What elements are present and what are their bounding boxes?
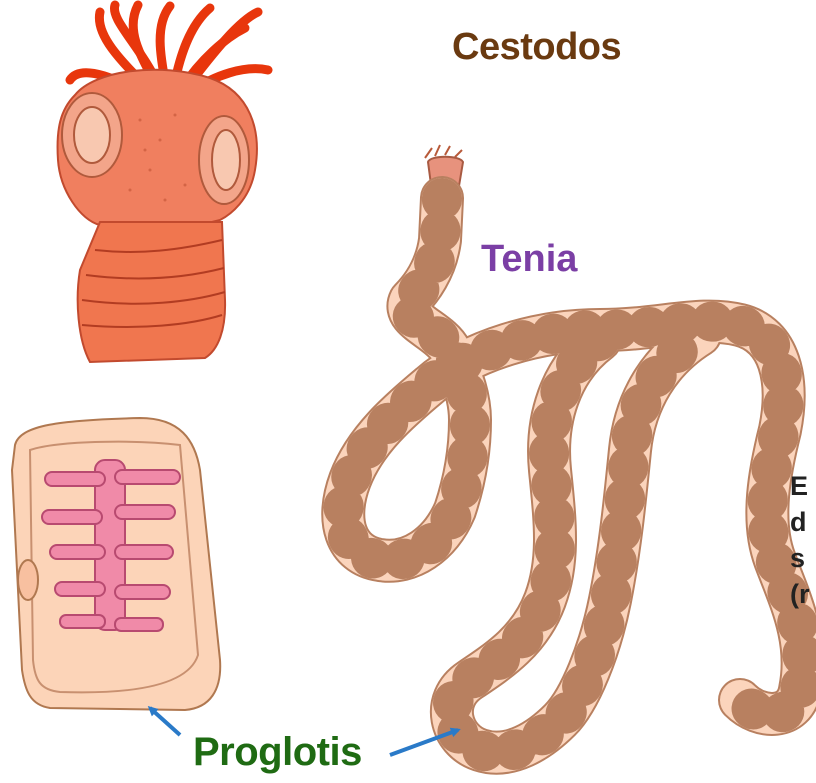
page-title: Cestodos — [452, 26, 621, 69]
cut-off-line-4: (r — [790, 576, 810, 612]
cut-off-text: E d s (r — [790, 468, 810, 612]
cut-off-line-1: E — [790, 468, 810, 504]
cut-off-line-3: s — [790, 540, 810, 576]
tapeworm-label: Tenia — [481, 238, 577, 281]
arrow-to-proglottid — [150, 708, 180, 735]
proglottid-label: Proglotis — [193, 730, 362, 775]
proglottid-illustration — [12, 418, 220, 710]
scolex-illustration — [58, 5, 268, 362]
tapeworm-illustration — [343, 145, 802, 753]
cut-off-line-2: d — [790, 504, 810, 540]
